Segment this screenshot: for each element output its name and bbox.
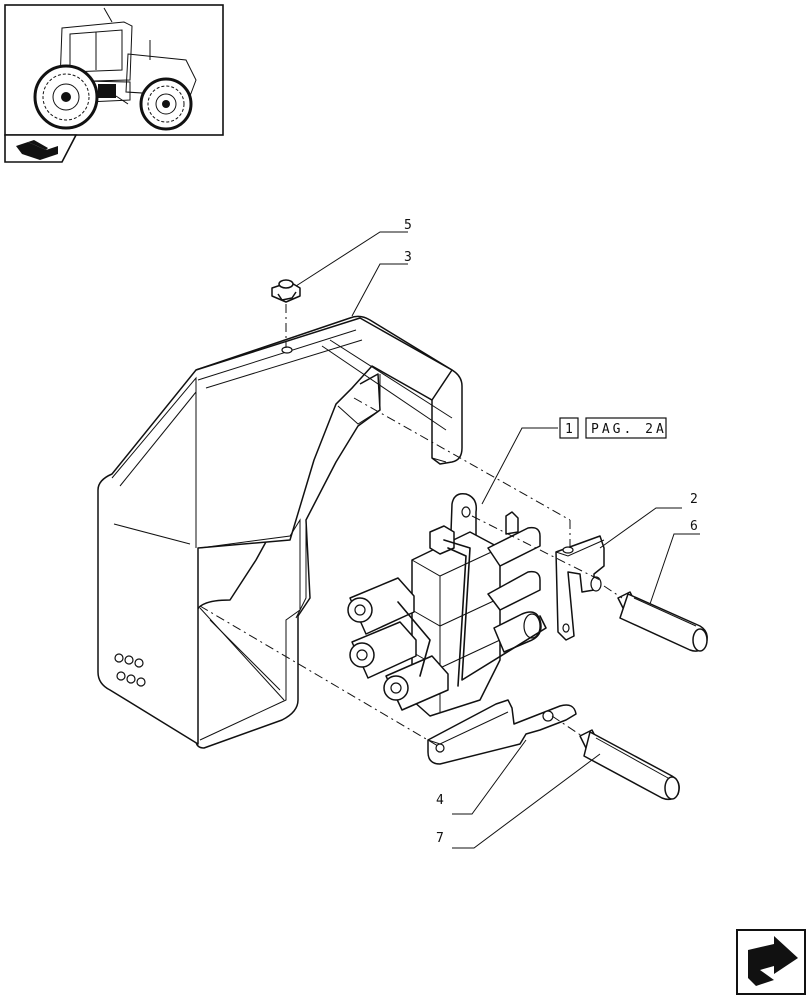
- reference-page: PAG. 2A: [591, 422, 667, 437]
- assembly-lines: [199, 304, 623, 747]
- control-valve-assembly: [347, 492, 547, 717]
- callout-3: 3: [404, 250, 412, 265]
- threaded-stud-lower: [579, 729, 680, 801]
- bracket-upper: [555, 535, 605, 641]
- bracket-lower: [427, 699, 577, 765]
- callout-5: 5: [404, 218, 412, 233]
- reference-index: 1: [565, 422, 573, 437]
- callout-4: 4: [436, 793, 444, 808]
- threaded-stud-upper: [617, 591, 708, 652]
- callout-7: 7: [436, 831, 444, 846]
- guard-cover: [97, 315, 463, 749]
- clip-screw: [271, 279, 301, 303]
- tractor-thumbnail-icon[interactable]: [4, 4, 224, 136]
- reference-box[interactable]: 1 PAG. 2A: [559, 417, 667, 439]
- callout-labels: 5 3 2 6 4 7: [404, 218, 698, 846]
- next-page-arrow-icon[interactable]: [736, 929, 806, 995]
- section-folder-icon[interactable]: [4, 134, 78, 163]
- callout-6: 6: [690, 519, 698, 534]
- callout-2: 2: [690, 492, 698, 507]
- leader-lines: [295, 231, 700, 849]
